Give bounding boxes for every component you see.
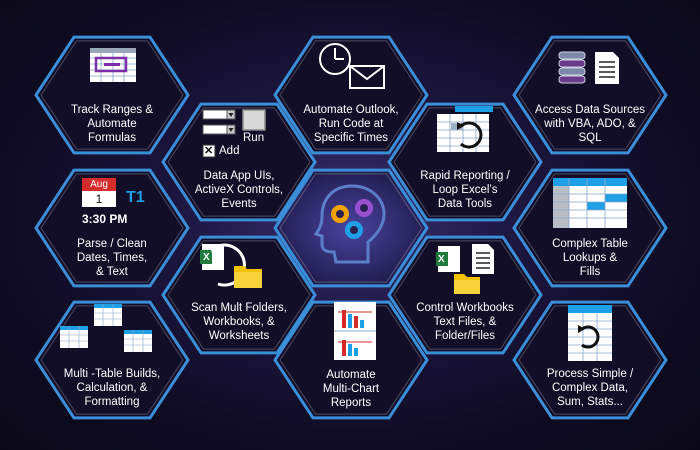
table-c xyxy=(124,330,152,352)
hex-scan-folders-inner xyxy=(167,240,311,350)
hex-complex-lookups-inner xyxy=(518,173,662,283)
calendar-month: Aug xyxy=(82,178,116,191)
hex-automate-outlook-inner xyxy=(279,40,423,150)
head-gears-icon xyxy=(313,184,386,264)
gear-icon-blue xyxy=(345,221,363,239)
gear-icon-orange xyxy=(331,205,349,223)
excel-x-glyph-2: X xyxy=(438,254,445,265)
tile-data-app-uis-label: Data App UIs,ActiveX Controls,Events xyxy=(194,170,284,210)
excel-x-glyph-1: X xyxy=(203,252,210,263)
table-a xyxy=(94,304,122,326)
add-label: Add xyxy=(219,145,240,157)
gear-icon-purple xyxy=(355,199,373,217)
tile-multi-table-label: Multi -Table Builds,Calculation, &Format… xyxy=(63,368,161,408)
calendar-t1: T1 xyxy=(126,189,145,206)
hex-center-inner xyxy=(279,173,423,283)
hex-multi-table-inner xyxy=(40,305,184,415)
checkbox-mark: ✕ xyxy=(204,145,214,157)
hex-automate-outlook xyxy=(273,35,429,155)
calendar-day: 1 xyxy=(82,191,116,207)
hex-multi-chart-inner xyxy=(279,305,423,415)
multi-table-icon xyxy=(60,304,152,352)
hex-scan-folders xyxy=(161,235,317,355)
calendar-icon: Aug 1 T1 3:30 PM xyxy=(78,176,150,228)
report-refresh-icon xyxy=(437,106,493,152)
hex-data-app-uis xyxy=(161,102,317,222)
hex-access-data xyxy=(512,35,668,155)
hex-rapid-reporting-inner xyxy=(393,107,537,217)
hex-data-app-uis-inner xyxy=(167,107,311,217)
hex-multi-chart xyxy=(273,300,429,420)
hex-track-ranges-inner xyxy=(40,40,184,150)
excel-refresh-folder-icon xyxy=(200,243,262,288)
run-label: Run xyxy=(243,132,265,144)
multi-chart-icon xyxy=(334,302,376,360)
spreadsheet-highlight-icon xyxy=(90,48,136,82)
form-controls-icon: Run ✕ Add xyxy=(201,107,271,163)
hex-track-ranges xyxy=(34,35,190,155)
hex-access-data-inner xyxy=(518,40,662,150)
clock-envelope-icon xyxy=(319,43,385,89)
workbook-file-folder-icon xyxy=(436,244,494,294)
hex-parse-clean-inner xyxy=(40,173,184,283)
hex-control-workbooks xyxy=(387,235,543,355)
calendar-time: 3:30 PM xyxy=(82,212,128,226)
hex-control-workbooks-inner xyxy=(393,240,537,350)
hex-parse-clean xyxy=(34,168,190,288)
hex-rapid-reporting xyxy=(387,102,543,222)
tile-scan-folders-label: Scan Mult Folders,Workbooks, &Worksheets xyxy=(191,302,287,342)
table-b xyxy=(60,326,88,348)
database-document-icon xyxy=(558,51,619,84)
tile-process-simple-label: Process Simple /Complex Data,Sum, Stats.… xyxy=(546,368,634,408)
lookup-table-icon xyxy=(553,178,627,228)
hex-process-simple-inner xyxy=(518,305,662,415)
hex-complex-lookups xyxy=(512,168,668,288)
process-table-icon xyxy=(568,305,612,361)
dropdown-controls-icon xyxy=(202,109,266,158)
